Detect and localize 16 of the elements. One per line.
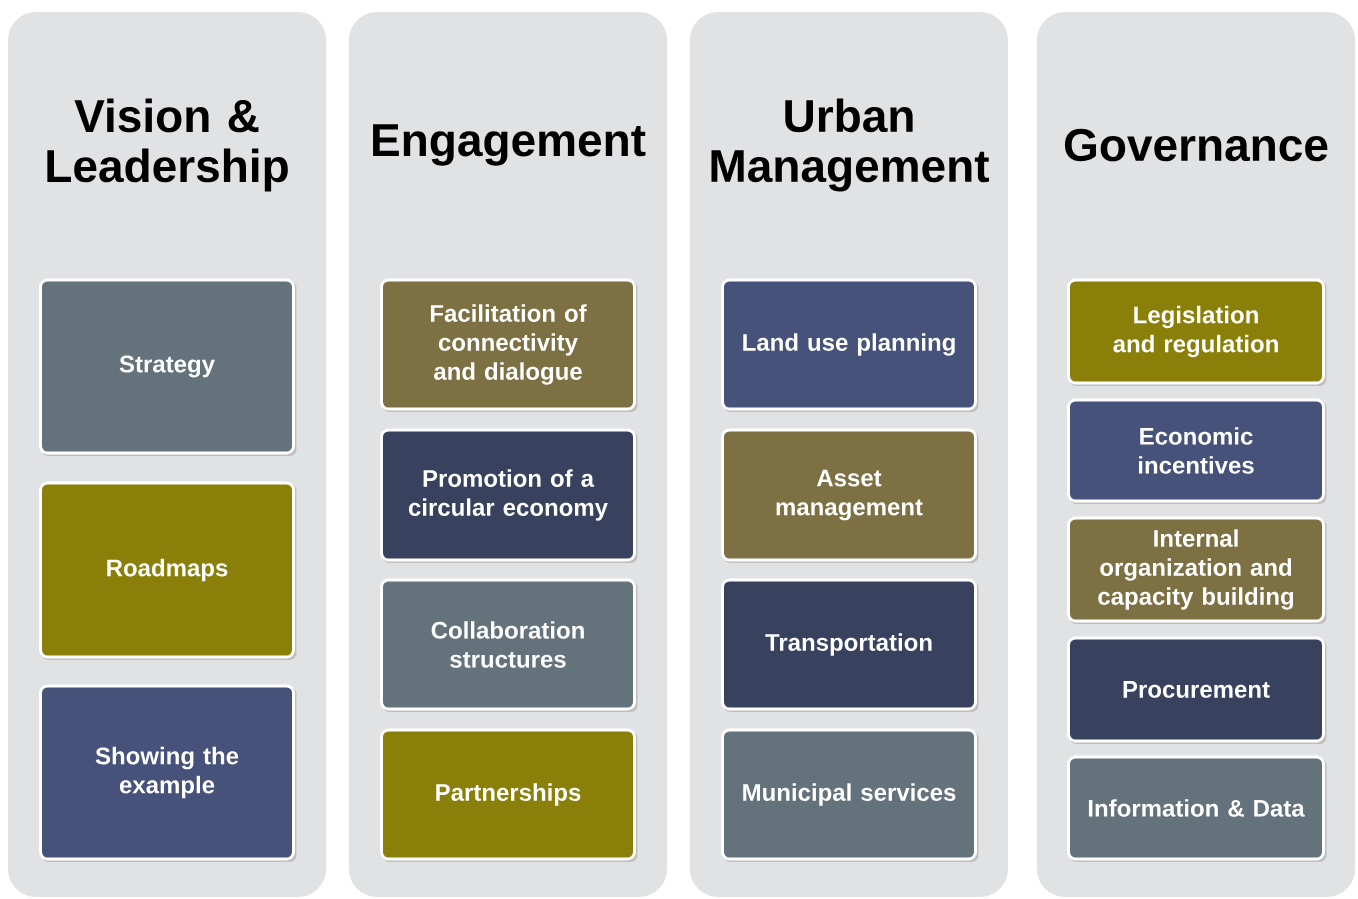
category-box: Procurement bbox=[1067, 636, 1327, 744]
category-box: Information & Data bbox=[1067, 755, 1327, 862]
category-box: Municipal services bbox=[721, 728, 979, 862]
category-box: Partnerships bbox=[380, 728, 638, 862]
category-box: Economic incentives bbox=[1067, 398, 1327, 504]
category-box: Strategy bbox=[39, 278, 297, 456]
category-box: Promotion of a circular economy bbox=[380, 428, 638, 563]
category-box: Facilitation of connectivity and dialogue bbox=[380, 278, 638, 412]
category-box: Internal organization and capacity building bbox=[1067, 516, 1327, 624]
category-box: Land use planning bbox=[721, 278, 979, 412]
category-box: Showing the example bbox=[39, 684, 297, 862]
category-box: Legislation and regulation bbox=[1067, 278, 1327, 386]
category-box: Collaboration structures bbox=[380, 578, 638, 712]
category-box: Transportation bbox=[721, 578, 979, 712]
category-box: Roadmaps bbox=[39, 481, 297, 660]
category-box: Asset management bbox=[721, 428, 979, 563]
